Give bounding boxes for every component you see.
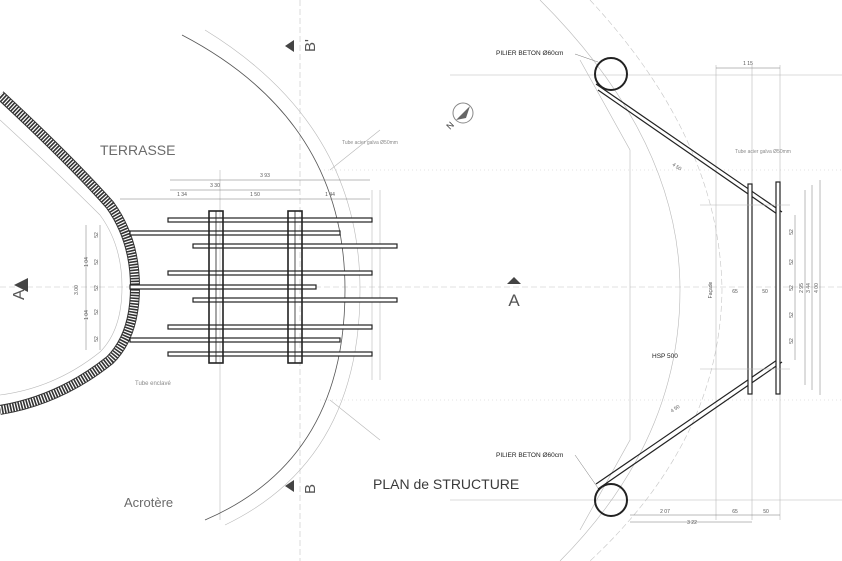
dim-spacing: 52	[94, 285, 100, 291]
dim-right-spacing: 52	[789, 338, 795, 344]
north-arrow-icon	[452, 102, 474, 124]
hsp-label: HSP 500	[652, 353, 678, 360]
beam-2	[129, 230, 341, 236]
tube-acier-right-label: Tube acier galva Ø50mm	[735, 149, 791, 155]
section-label-a-left: A	[11, 289, 28, 300]
beam-4	[167, 270, 373, 276]
dim-right-total-a: 2 95	[799, 283, 805, 293]
section-marker-b-top	[285, 40, 294, 52]
north-label: N	[444, 120, 456, 132]
beam-7	[167, 324, 373, 330]
dim-total: 3 93	[260, 173, 270, 179]
beam-8	[129, 337, 341, 343]
dim-diag-top: 4 50	[671, 162, 683, 173]
dim-right-spacing: 52	[789, 285, 795, 291]
pilier-bottom-label: PILIER BETON Ø60cm	[496, 452, 563, 459]
pilier-top-label: PILIER BETON Ø60cm	[496, 50, 563, 57]
dim-right-total-c: 4 00	[814, 283, 820, 293]
dim-spacing: 52	[94, 232, 100, 238]
pillar-bottom	[594, 483, 628, 517]
left-pergola	[129, 210, 398, 364]
dim-bottom-c: 50	[763, 509, 769, 515]
dim-65: 65	[732, 289, 738, 295]
dim-first: 3 30	[210, 183, 220, 189]
tube-acier-left-label: Tube acier galva Ø50mm	[342, 140, 398, 146]
dim-right-spacing: 52	[789, 229, 795, 235]
section-label-b-top: B'	[302, 39, 319, 52]
right-dimension-lines	[630, 67, 821, 523]
beam-1	[167, 217, 373, 223]
acrotere-label: Acrotère	[124, 495, 173, 510]
dim-vertical-b: 1 04	[84, 310, 90, 320]
dim-vertical-a: 1 04	[84, 257, 90, 267]
dim-right-spacing: 52	[789, 312, 795, 318]
dim-diag-bottom: 4 50	[670, 404, 682, 415]
dim-bottom-b: 65	[732, 509, 738, 515]
plan-title: PLAN de STRUCTURE	[373, 476, 519, 492]
terrasse-label: TERRASSE	[100, 142, 175, 158]
dim-1-34: 1 34	[177, 192, 187, 198]
dim-1-44: 1 44	[325, 192, 335, 198]
section-label-a-mid: A	[508, 291, 520, 310]
section-marker-a-left	[14, 278, 28, 292]
section-marker-a-mid	[507, 277, 521, 284]
dim-1-50: 1 50	[250, 192, 260, 198]
dim-spacing: 52	[94, 259, 100, 265]
facade-label: Façade	[708, 281, 714, 298]
dim-50: 50	[762, 289, 768, 295]
left-dimension-lines	[85, 179, 370, 350]
dim-bottom-total: 3 22	[687, 520, 697, 526]
dim-bottom-a: 2 07	[660, 509, 670, 515]
dim-vertical-total: 3.00	[74, 285, 80, 295]
dim-spacing: 52	[94, 309, 100, 315]
right-structure	[594, 57, 790, 517]
dim-right-total-b: 3 44	[806, 283, 812, 293]
section-marker-b-bottom	[285, 480, 294, 492]
dim-right-spacing: 52	[789, 259, 795, 265]
dim-spacing: 52	[94, 336, 100, 342]
pillar-top	[594, 57, 628, 91]
dim-right-top: 1 15	[743, 61, 753, 67]
beam-9	[167, 351, 373, 357]
section-label-b-bottom: B	[302, 484, 319, 494]
tube-enclave-label: Tube enclavé	[135, 381, 171, 387]
